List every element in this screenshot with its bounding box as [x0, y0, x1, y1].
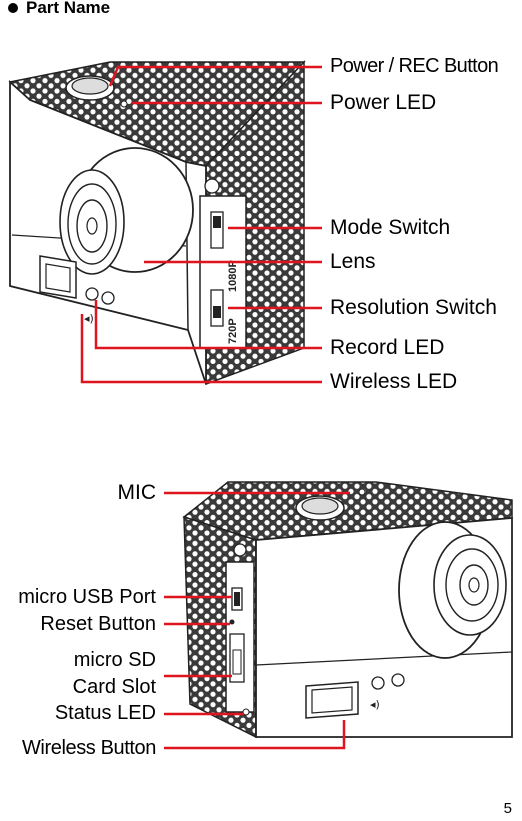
label-status-led: Status LED	[54, 702, 156, 724]
section-title: Part Name	[26, 0, 111, 17]
label-power-led: Power LED	[330, 91, 437, 114]
switch-mark-720p: 720P	[227, 318, 239, 344]
camera-back-view: ◂)	[182, 481, 513, 739]
label-mode-switch: Mode Switch	[330, 216, 451, 239]
label-micro-sd: micro SD	[73, 649, 156, 671]
svg-text:◂): ◂)	[84, 312, 94, 325]
label-power-rec-button: Power / REC Button	[330, 55, 499, 77]
switch-mark-1080p: 1080P	[227, 260, 239, 292]
page-number: 5	[503, 800, 512, 817]
label-resolution-switch: Resolution Switch	[330, 296, 497, 319]
label-record-led: Record LED	[330, 336, 445, 359]
section-heading: Part Name	[8, 0, 110, 18]
label-card-slot: Card Slot	[72, 676, 156, 698]
label-mic: MIC	[117, 481, 157, 504]
svg-text:◂): ◂)	[370, 698, 380, 711]
leader-lines-camera2	[164, 491, 350, 750]
lens-shape	[59, 147, 194, 275]
leader-lines-camera1	[80, 65, 322, 384]
label-wireless-led: Wireless LED	[330, 370, 458, 393]
label-lens: Lens	[330, 250, 376, 273]
power-rec-button-shape	[65, 75, 115, 101]
label-micro-usb-port: micro USB Port	[18, 586, 156, 608]
camera-front-view: ◂) 1080P 720P	[8, 60, 306, 386]
bullet-icon	[8, 3, 18, 13]
label-wireless-button: Wireless Button	[21, 737, 156, 759]
label-reset-button: Reset Button	[40, 613, 156, 635]
